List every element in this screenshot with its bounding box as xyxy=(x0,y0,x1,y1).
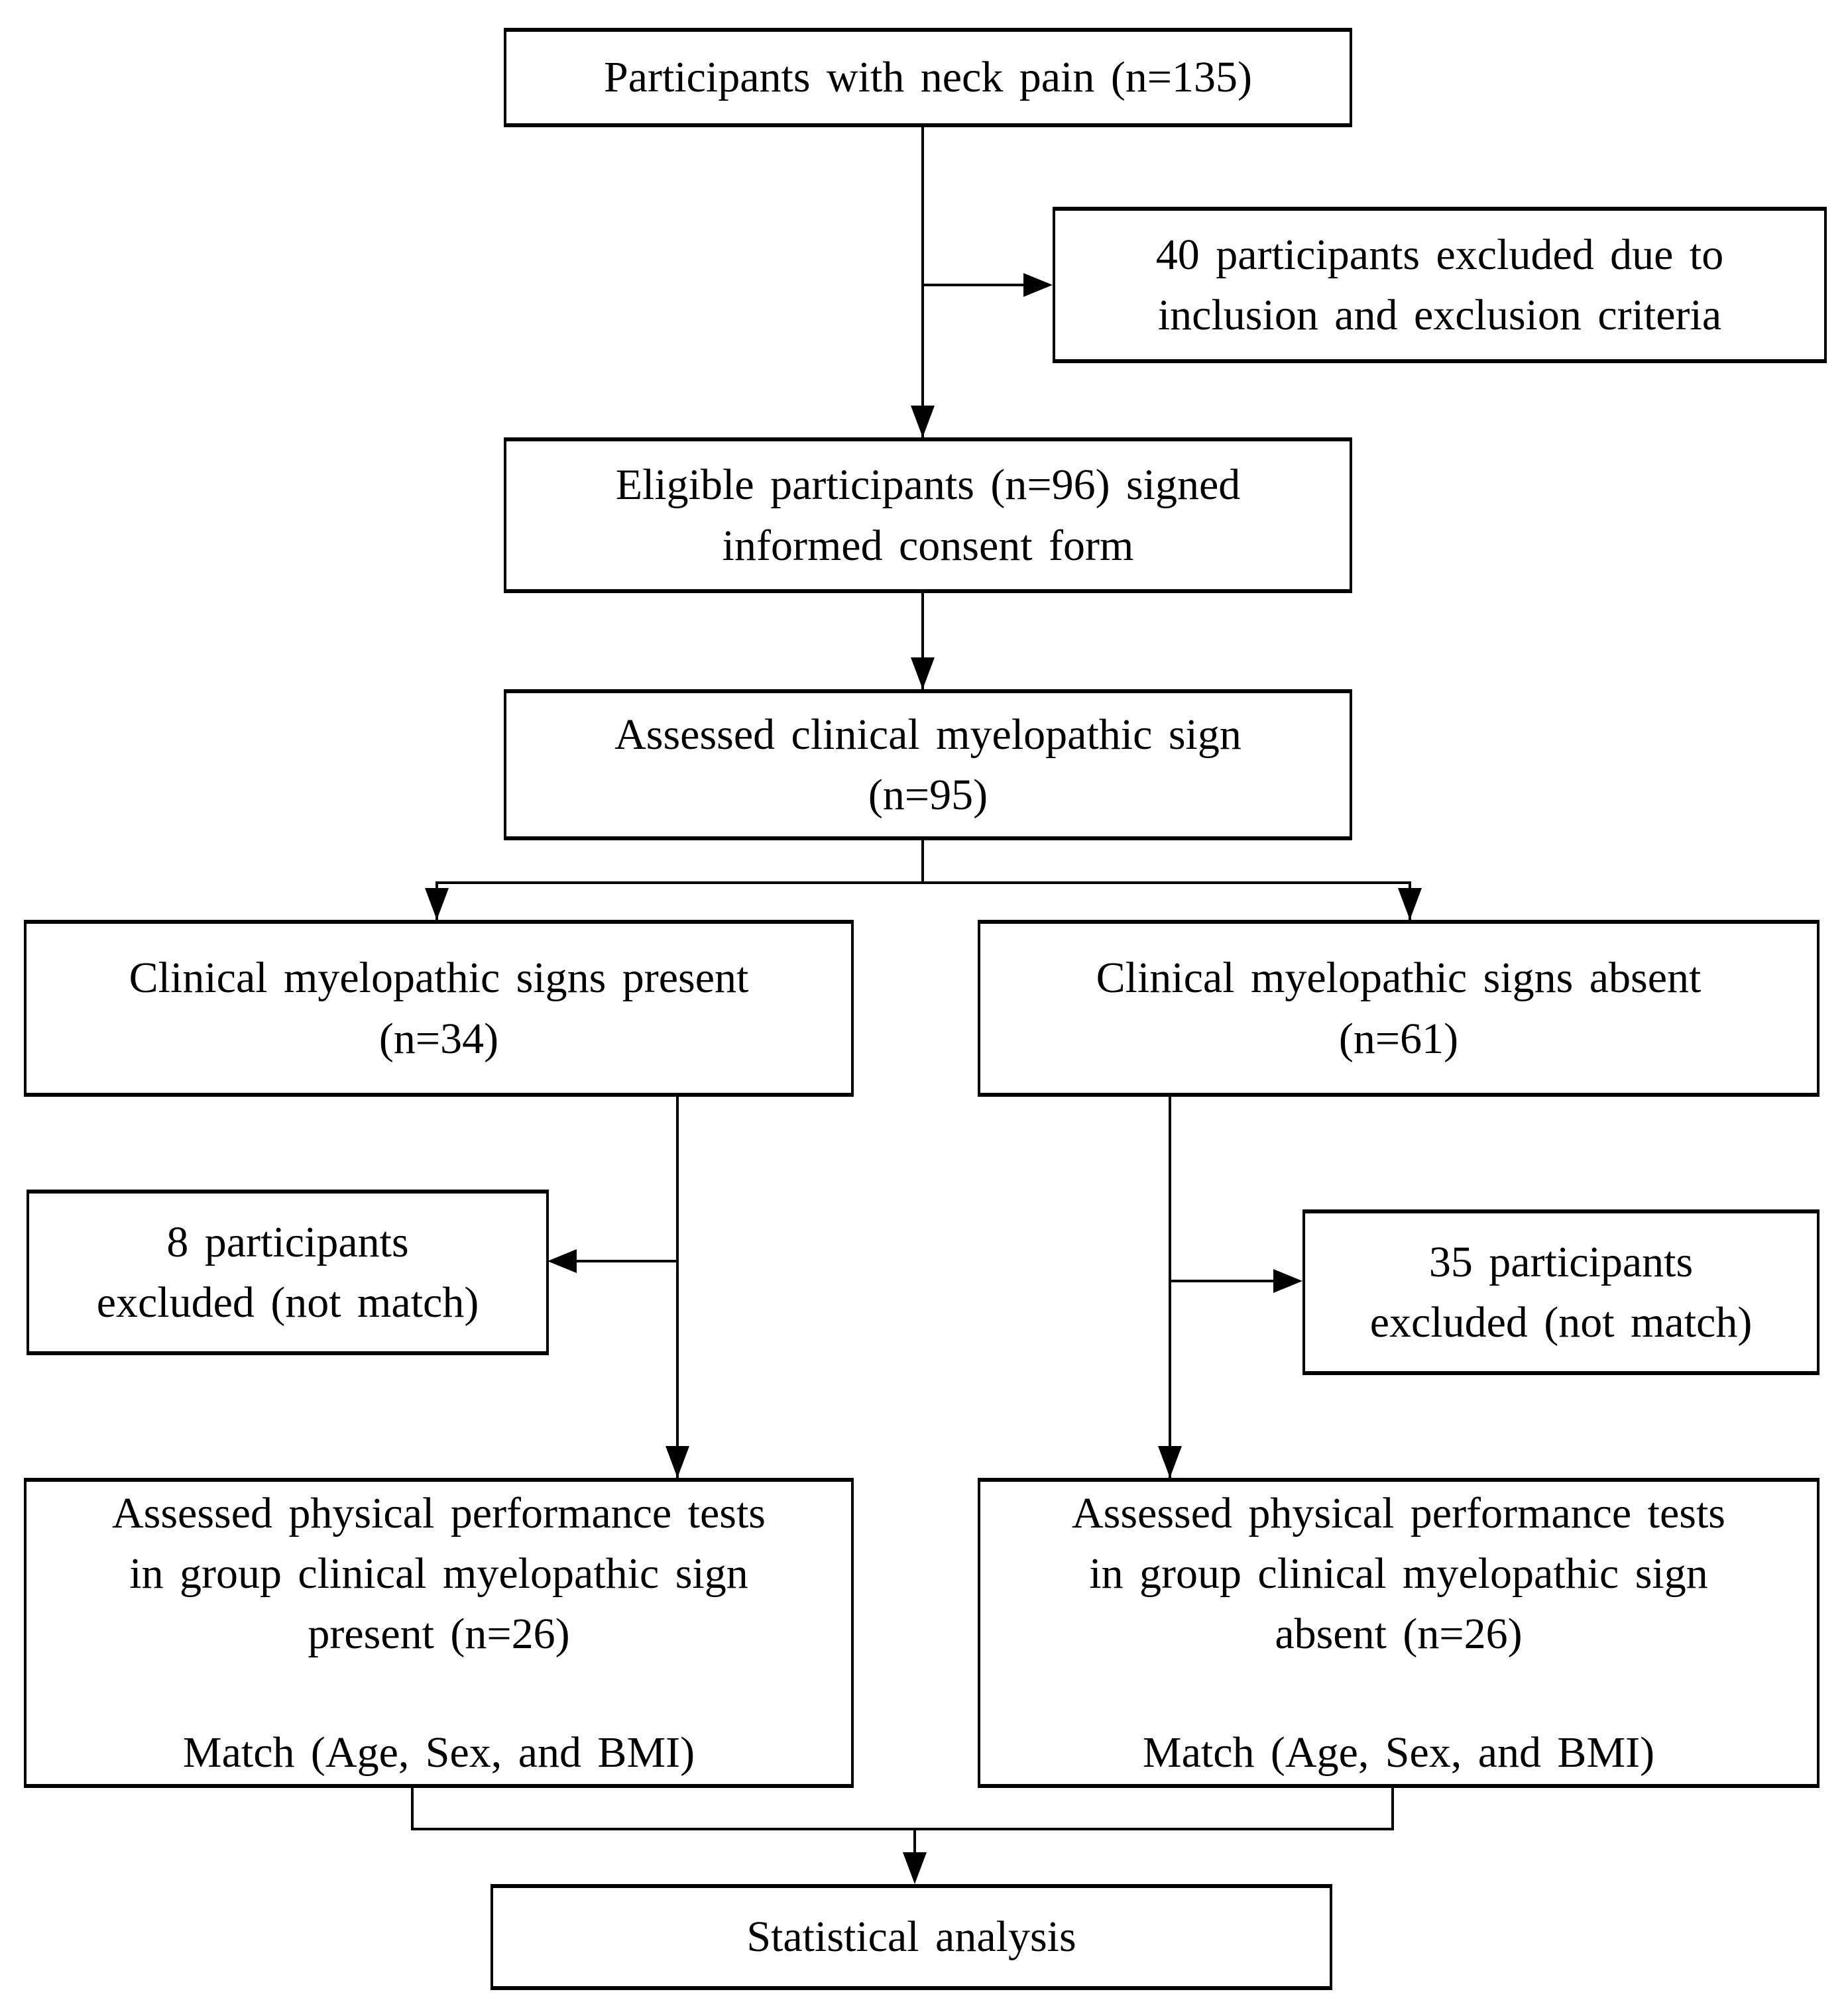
arrowhead-into-eligible xyxy=(911,406,935,437)
connector-tests-absent-down xyxy=(1391,1788,1394,1830)
node-text-line: informed consent form xyxy=(722,521,1134,570)
connector-present-to-tests xyxy=(676,1097,679,1478)
node-assessed-tests-present: Assessed physical performance tests in g… xyxy=(24,1478,854,1788)
node-text-line: present (n=26) xyxy=(308,1610,570,1658)
connector-branch-to-excluded-8 xyxy=(570,1260,677,1262)
node-statistical-analysis: Statistical analysis xyxy=(491,1884,1332,1990)
connector-branch-to-excluded-40 xyxy=(923,284,1023,286)
connector-tests-present-down xyxy=(411,1788,414,1830)
node-signs-absent: Clinical myelopathic signs absent (n=61) xyxy=(978,920,1819,1097)
node-eligible-consent: Eligible participants (n=96) signed info… xyxy=(504,437,1352,593)
node-text-line: Eligible participants (n=96) signed xyxy=(615,461,1241,510)
node-text-line: inclusion and exclusion criteria xyxy=(1157,291,1722,339)
arrowhead-into-assessed-sign xyxy=(911,657,935,689)
node-text-line: Assessed physical performance tests xyxy=(1072,1488,1725,1537)
node-excluded-35: 35 participants excluded (not match) xyxy=(1302,1209,1819,1375)
arrowhead-into-signs-absent xyxy=(1398,888,1422,920)
node-text-line: (n=95) xyxy=(868,771,988,819)
node-signs-present: Clinical myelopathic signs present (n=34… xyxy=(24,920,854,1097)
node-text-line: 8 participants xyxy=(166,1217,409,1266)
arrowhead-into-tests-absent xyxy=(1158,1446,1182,1478)
node-text-line: 40 participants excluded due to xyxy=(1155,230,1724,279)
node-text-line: in group clinical myelopathic sign xyxy=(1089,1549,1708,1598)
arrowhead-into-excluded-8 xyxy=(548,1249,577,1273)
arrowhead-into-statistical xyxy=(903,1852,927,1884)
node-text-line: Statistical analysis xyxy=(746,1913,1076,1962)
connector-join-to-statistical xyxy=(913,1828,916,1856)
node-assessed-myelopathic-sign: Assessed clinical myelopathic sign (n=95… xyxy=(504,689,1352,840)
node-text-line: Assessed clinical myelopathic sign xyxy=(614,710,1242,759)
connector-assessed-sign-stem xyxy=(921,840,924,884)
node-excluded-40: 40 participants excluded due to inclusio… xyxy=(1053,207,1827,363)
node-text-line: (n=34) xyxy=(378,1014,499,1063)
connector-absent-to-tests xyxy=(1169,1097,1171,1478)
arrowhead-into-excluded-35 xyxy=(1273,1269,1302,1293)
connector-branch-to-excluded-35 xyxy=(1170,1280,1273,1282)
connector-neckpain-to-eligible xyxy=(921,127,924,437)
arrowhead-into-tests-present xyxy=(665,1446,689,1478)
connector-join-horizontal xyxy=(411,1828,1394,1830)
node-text-line: (n=61) xyxy=(1338,1014,1459,1063)
node-text-line: 35 participants xyxy=(1428,1237,1694,1286)
arrowhead-into-excluded-40 xyxy=(1023,273,1053,297)
connector-eligible-to-assessed-sign xyxy=(921,593,924,689)
node-text-line: absent (n=26) xyxy=(1275,1610,1523,1658)
node-text-match: Match (Age, Sex, and BMI) xyxy=(1142,1728,1655,1777)
node-text-line: Clinical myelopathic signs present xyxy=(129,954,749,1003)
node-text-line: excluded (not match) xyxy=(96,1278,479,1327)
node-text-line: in group clinical myelopathic sign xyxy=(129,1549,748,1598)
node-assessed-tests-absent: Assessed physical performance tests in g… xyxy=(978,1478,1819,1788)
node-participants-neck-pain: Participants with neck pain (n=135) xyxy=(504,28,1352,127)
node-text-match: Match (Age, Sex, and BMI) xyxy=(182,1728,695,1777)
connector-split-horizontal xyxy=(435,881,1411,884)
arrowhead-into-signs-present xyxy=(425,888,449,920)
node-text-line: Clinical myelopathic signs absent xyxy=(1096,954,1702,1003)
node-text-line: Participants with neck pain (n=135) xyxy=(603,53,1252,102)
node-text-line: Assessed physical performance tests xyxy=(112,1488,766,1537)
node-excluded-8: 8 participants excluded (not match) xyxy=(27,1190,549,1355)
node-text-line: excluded (not match) xyxy=(1369,1298,1753,1347)
